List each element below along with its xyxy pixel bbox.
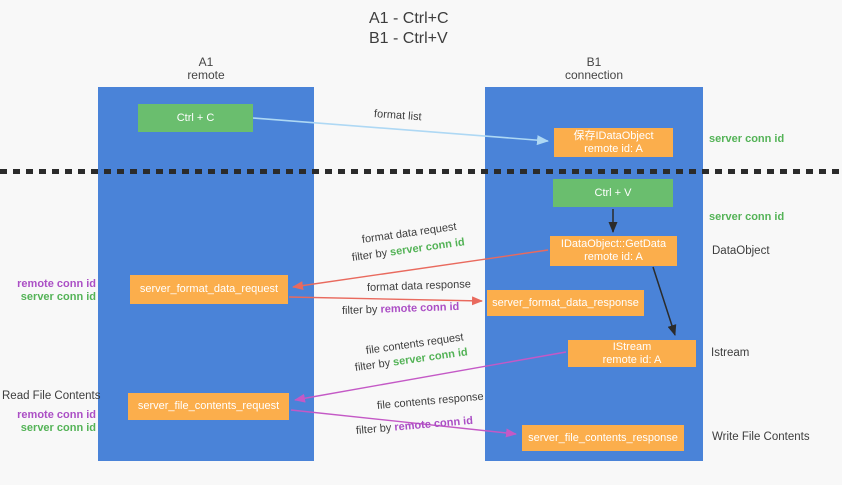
format-list-label: format list [373,108,422,124]
save-idataobject-node: 保存IDataObject remote id: A [554,128,673,157]
b1-subtitle: connection [564,68,624,82]
ctrl-c-label: Ctrl + C [176,111,215,124]
dataobject-label: DataObject [712,245,770,257]
file-contents-response-label: file contents response [376,390,485,412]
server-conn-id-label: server conn id [709,211,785,223]
remote-conn-id-key: remote conn id [380,300,460,316]
column-header-a1: A1 remote [98,56,314,82]
server-conn-id-label: server conn id [20,422,96,434]
format-data-response-filter-label: filter by remote conn id [342,301,460,317]
server-format-data-response-node: server_format_data_response [487,290,644,316]
server-file-contents-response-label: server_file_contents_response [528,431,678,444]
file-contents-response-filter-label: filter by remote conn id [355,415,473,437]
left-file-conn-ids: remote conn id server conn id [10,409,96,435]
istream-line1: IStream [612,340,652,353]
left-format-conn-ids: remote conn id server conn id [10,278,96,304]
getdata-line2: remote id: A [584,251,643,263]
server-format-data-request-label: server_format_data_request [139,283,279,295]
remote-conn-id-label: remote conn id [17,278,96,290]
a1-name: A1 [198,55,214,69]
server-format-data-response-label: server_format_data_response [492,296,639,309]
filter-by-text: filter by [355,421,395,437]
getdata-line1: IDataObject::GetData [560,238,667,250]
filter-by-text: filter by [354,356,394,374]
server-file-contents-response-node: server_file_contents_response [522,425,684,451]
istream-line2: remote id: A [602,353,662,366]
server-file-contents-request-node: server_file_contents_request [128,393,289,420]
write-file-contents-label: Write File Contents [712,431,810,443]
getdata-node: IDataObject::GetData remote id: A [550,236,677,266]
ctrl-v-label: Ctrl + V [594,186,632,199]
server-conn-id-label: server conn id [709,133,785,145]
title-line-1: A1 - Ctrl+C [369,10,449,27]
ctrl-v-node: Ctrl + V [553,179,673,207]
a1-subtitle: remote [187,68,225,82]
filter-by-text: filter by [351,246,391,264]
server-format-data-request-node: server_format_data_request [130,275,288,304]
save-idataobject-line1: 保存IDataObject [573,129,654,142]
save-idataobject-line2: remote id: A [584,142,643,155]
ctrl-c-node: Ctrl + C [138,104,253,132]
diagram-title: A1 - Ctrl+C B1 - Ctrl+V [369,9,449,49]
read-file-contents-label: Read File Contents [2,390,101,402]
column-header-b1: B1 connection [485,56,703,82]
istream-node: IStream remote id: A [568,340,696,367]
server-file-contents-request-label: server_file_contents_request [137,400,280,412]
remote-conn-id-key: remote conn id [393,414,474,434]
filter-by-text: filter by [341,303,381,317]
istream-label: Istream [711,347,750,359]
format-data-response-label: format data response [366,278,472,294]
b1-name: B1 [586,55,602,69]
phase-separator-line [0,169,842,174]
title-line-2: B1 - Ctrl+V [369,30,448,47]
server-conn-id-label: server conn id [20,291,96,303]
remote-conn-id-label: remote conn id [17,409,96,421]
